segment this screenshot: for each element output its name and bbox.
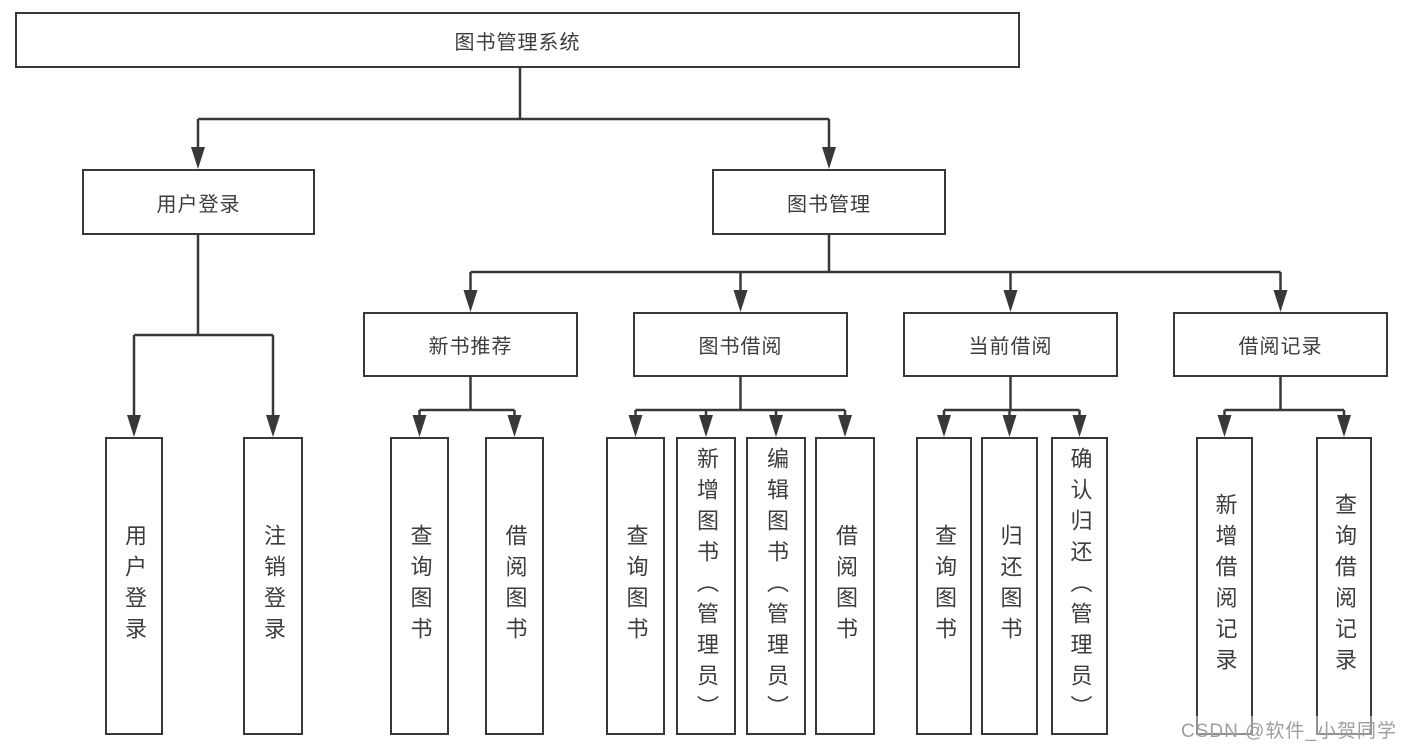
leaf-user-login: 用户登录: [105, 437, 163, 735]
leaf-borrow-books-recommend: 借阅图书: [485, 437, 544, 735]
arrowhead-icons: [127, 147, 1351, 437]
node-user-login: 用户登录: [82, 169, 315, 235]
leaf-edit-book-admin: 编辑图书（管理员）: [746, 437, 806, 735]
node-book-borrow: 图书借阅: [633, 312, 848, 377]
leaf-label: 用户登录: [122, 524, 147, 648]
leaf-add-book-admin: 新增图书（管理员）: [676, 437, 736, 735]
connector-stroke-paths: [132, 68, 1346, 415]
leaf-label: 借阅图书: [833, 524, 858, 648]
leaf-label: 确认归还（管理员）: [1067, 446, 1093, 726]
watermark-text: CSDN @软件_小贺同学: [1179, 716, 1399, 743]
leaf-add-borrow-record: 新增借阅记录: [1196, 437, 1253, 735]
leaf-label: 归还图书: [997, 524, 1023, 648]
node-library-system: 图书管理系统: [15, 12, 1020, 68]
leaf-label: 新增图书（管理员）: [694, 446, 719, 726]
leaf-label: 注销登录: [261, 524, 286, 648]
leaf-label: 借阅图书: [502, 524, 528, 648]
node-borrow-records: 借阅记录: [1173, 312, 1388, 377]
leaf-query-books-current: 查询图书: [916, 437, 972, 735]
leaf-borrow-books: 借阅图书: [815, 437, 875, 735]
leaf-label: 查询借阅记录: [1332, 493, 1357, 679]
leaf-label: 新增借阅记录: [1212, 493, 1238, 679]
leaf-label: 查询图书: [623, 524, 649, 648]
node-book-management: 图书管理: [712, 169, 946, 235]
node-current-borrow: 当前借阅: [903, 312, 1118, 377]
leaf-label: 查询图书: [407, 524, 433, 648]
leaf-logout: 注销登录: [243, 437, 303, 735]
leaf-label: 查询图书: [932, 524, 957, 648]
leaf-query-borrow-record: 查询借阅记录: [1316, 437, 1372, 735]
leaf-confirm-return-admin: 确认归还（管理员）: [1051, 437, 1108, 735]
leaf-label: 编辑图书（管理员）: [764, 446, 789, 726]
leaf-query-books-recommend: 查询图书: [390, 437, 449, 735]
leaf-return-book: 归还图书: [981, 437, 1038, 735]
node-new-book-recommend: 新书推荐: [363, 312, 578, 377]
leaf-query-books-borrow: 查询图书: [606, 437, 665, 735]
